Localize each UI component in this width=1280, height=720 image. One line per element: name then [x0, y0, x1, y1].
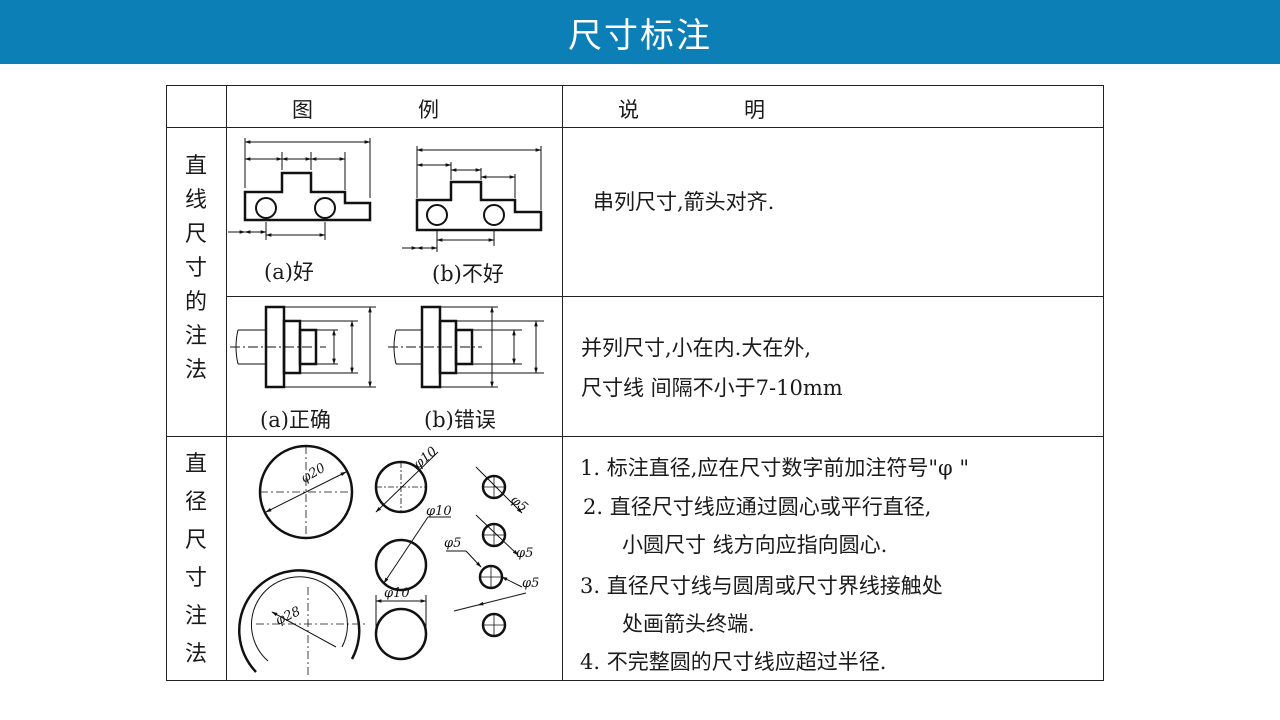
- header-figure: 图 例: [292, 98, 439, 122]
- hole-b1: [426, 204, 448, 226]
- part-outline-a: [243, 171, 372, 222]
- caption-good: (a)好: [264, 260, 314, 284]
- diameter-note-1: 1. 标注直径,应在尺寸数字前加注符号"φ ": [580, 456, 970, 480]
- caption-correct: (a)正确: [260, 408, 331, 432]
- row-label-char: 直: [184, 154, 207, 179]
- table-border-top: [166, 85, 1104, 86]
- row-label-char: 注: [184, 604, 207, 629]
- label-d10-mid: φ10: [426, 504, 452, 519]
- hole-a2: [314, 197, 336, 219]
- table-border-row1: [166, 436, 1104, 437]
- table-border-row1a: [226, 296, 1104, 297]
- arc-d28-outer: [238, 569, 361, 673]
- row-label-diameter: 直 径 尺 寸 注 法: [166, 446, 226, 674]
- hole-a1: [255, 197, 277, 219]
- label-d5-3: φ5: [444, 536, 461, 551]
- diameter-dimension-figure: φ20 φ10 φ10 φ10 φ5 φ5 φ5 φ5 φ28: [238, 444, 539, 677]
- diameter-note-4: 4. 不完整圆的尺寸线应超过半径.: [580, 650, 887, 674]
- table-border-bottom: [166, 680, 1104, 681]
- part-outline-b: [415, 180, 543, 232]
- title-bar: 尺寸标注: [0, 0, 1280, 64]
- label-d5-1: φ5: [507, 493, 530, 516]
- table-border-right: [1103, 85, 1104, 681]
- row-label-char: 的: [184, 290, 207, 315]
- row-label-char: 寸: [184, 566, 207, 591]
- row-label-char: 法: [184, 358, 207, 383]
- label-d5-2: φ5: [516, 546, 533, 561]
- slide-title: 尺寸标注: [568, 15, 712, 56]
- parallel-dimension-figure: [230, 305, 544, 389]
- row-label-linear: 直 线 尺 寸 的 注 法: [166, 150, 226, 388]
- arc-d28-inner: [250, 576, 348, 662]
- chain-dimension-figure: [228, 138, 543, 252]
- caption-wrong: (b)错误: [424, 408, 496, 432]
- diameter-note-2: 2. 直径尺寸线应通过圆心或平行直径,: [583, 495, 932, 519]
- parallel-dimension-description-2: 尺寸线 间隔不小于7-10mm: [581, 376, 843, 400]
- circle-d10-bottom: [374, 607, 428, 661]
- label-d5-4: φ5: [522, 576, 539, 591]
- label-d28: φ28: [273, 604, 303, 628]
- row-label-char: 寸: [184, 256, 207, 281]
- circle-d10-mid: [374, 538, 428, 592]
- row-label-char: 线: [184, 188, 207, 213]
- row-label-char: 法: [184, 642, 207, 667]
- chain-dimension-description: 串列尺寸,箭头对齐.: [593, 190, 775, 214]
- table-border-col2: [562, 85, 563, 681]
- diameter-note-3b: 处画箭头终端.: [622, 612, 755, 636]
- row-label-char: 尺: [184, 528, 207, 553]
- table-border-left: [166, 85, 167, 681]
- diameter-note-3: 3. 直径尺寸线与圆周或尺寸界线接触处: [580, 574, 943, 598]
- row-label-char: 尺: [184, 222, 207, 247]
- table-border-header: [166, 127, 1104, 128]
- row-label-char: 注: [184, 324, 207, 349]
- row-label-char: 直: [184, 452, 207, 477]
- parallel-dimension-description-1: 并列尺寸,小在内.大在外,: [581, 336, 812, 360]
- diameter-note-2b: 小圆尺寸 线方向应指向圆心.: [622, 533, 888, 557]
- caption-bad: (b)不好: [432, 262, 504, 286]
- row-label-char: 径: [184, 490, 207, 515]
- header-description: 说 明: [618, 98, 765, 122]
- table-border-col1: [226, 85, 227, 681]
- label-d10-bottom: φ10: [384, 586, 410, 601]
- hole-b2: [483, 204, 505, 226]
